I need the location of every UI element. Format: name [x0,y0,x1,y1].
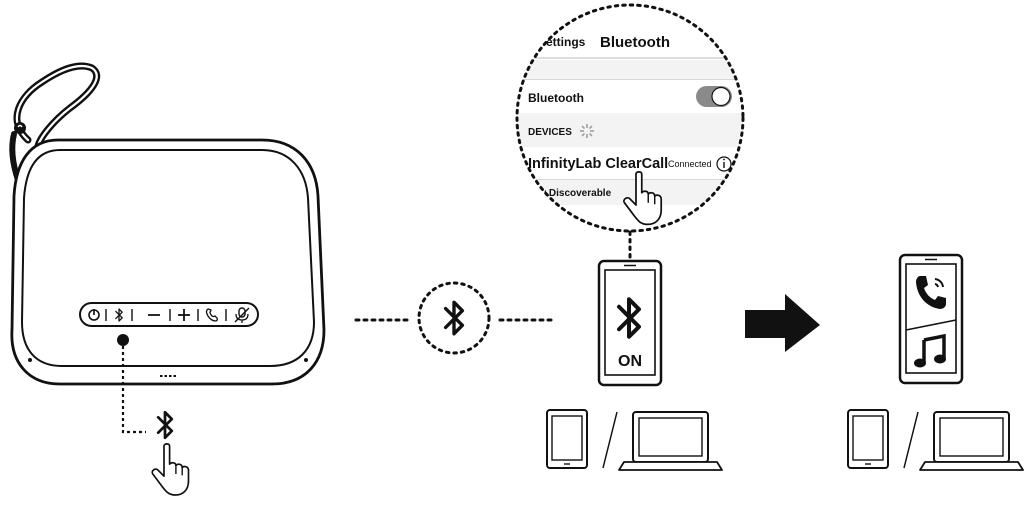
device-status: Connected [668,159,712,169]
bluetooth-state-label: ON [618,353,642,370]
devices-header: DEVICES [528,127,572,138]
phone-call-icon [916,276,946,309]
laptop-icon [919,411,1024,471]
zoomed-bluetooth-settings: Settings Bluetooth Bluetooth DEVICES Inf… [515,3,745,260]
tablet-icon [546,409,588,469]
music-note-icon [914,333,946,368]
pointing-hand-icon [151,443,190,496]
nav-title: Bluetooth [600,34,670,51]
laptop-icon [618,411,723,471]
bluetooth-toggle[interactable] [696,86,732,107]
bluetooth-row-label: Bluetooth [528,91,584,105]
phone-call-music [898,253,964,385]
bluetooth-icon [156,410,174,440]
right-arrow-icon [745,294,820,352]
phone-icon [205,308,218,322]
loading-spinner-icon [580,124,594,138]
phone-bluetooth-on: ON [597,259,663,387]
speakerphone-device [9,62,326,496]
volume-up-icon [178,309,190,321]
mic-mute-icon [234,307,250,323]
info-icon[interactable] [716,156,732,172]
device-name[interactable]: InfinityLab ClearCall [528,156,668,172]
bluetooth-connection-link [354,281,554,355]
power-icon [88,309,100,321]
tablet-icon [847,409,889,469]
discoverable-text: Now Discoverable [525,188,612,199]
